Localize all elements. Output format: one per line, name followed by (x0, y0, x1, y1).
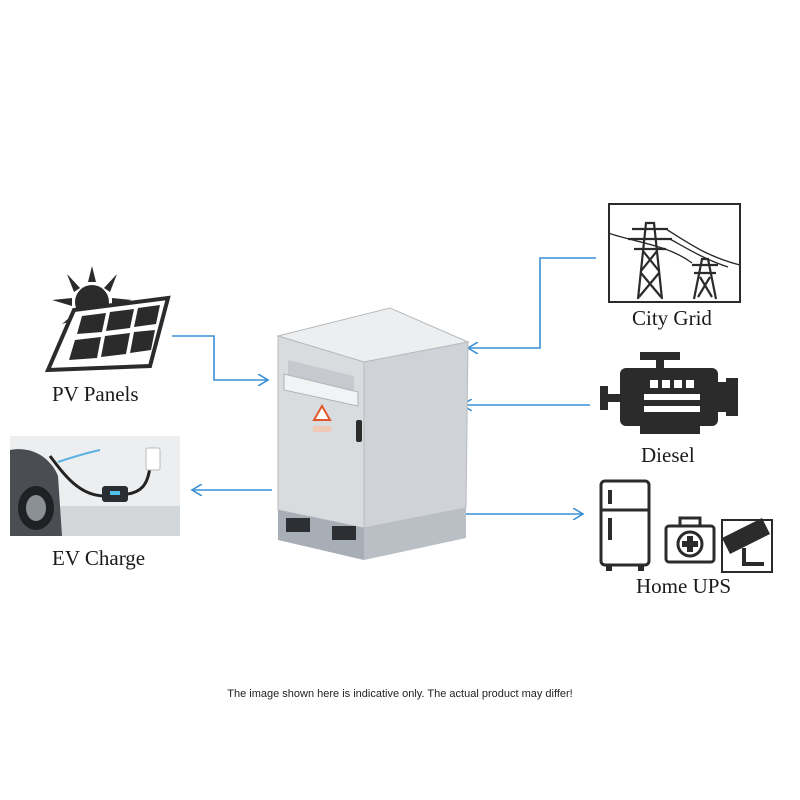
arrow-pv-to-cabinet (172, 335, 268, 380)
city-grid-label: City Grid (632, 306, 712, 330)
ev-charger-photo (10, 436, 180, 536)
arrow-grid-to-cabinet (468, 257, 596, 348)
diesel-label: Diesel (641, 443, 695, 467)
solar-panel-icon (44, 266, 171, 373)
pv-panels-label: PV Panels (52, 382, 139, 406)
disclaimer-text: The image shown here is indicative only.… (227, 688, 573, 700)
home-ups-label: Home UPS (636, 574, 732, 598)
appliances-icon (599, 479, 773, 573)
engine-icon (600, 352, 738, 434)
power-tower-icon (607, 203, 741, 303)
ev-charge-label: EV Charge (52, 546, 146, 570)
energy-storage-cabinet (276, 307, 470, 560)
